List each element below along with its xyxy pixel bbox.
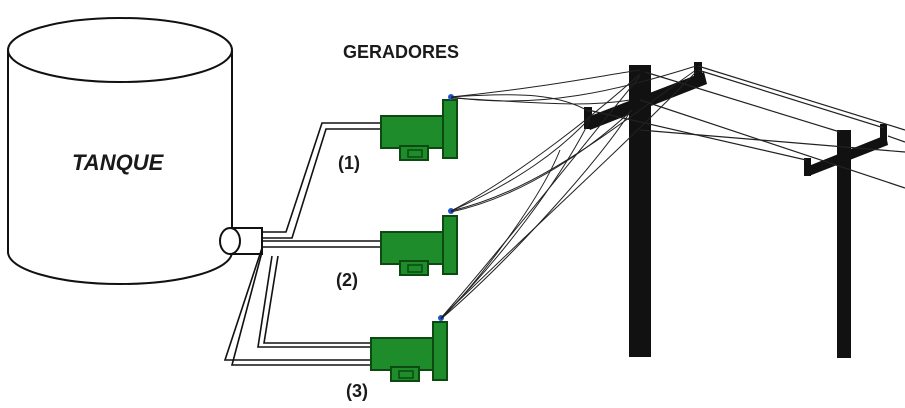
tank-label: TANQUE — [72, 150, 164, 175]
generator-cables — [440, 65, 697, 320]
generator-2-label: (2) — [336, 270, 358, 290]
overhead-wires — [587, 65, 905, 189]
utility-pole-right — [804, 124, 888, 358]
generator-3-label: (3) — [346, 381, 368, 401]
tank — [7, 17, 233, 285]
generators-title: GERADORES — [343, 42, 460, 62]
generator-1-label: (1) — [338, 153, 360, 173]
fuel-lines — [223, 122, 380, 366]
generator-3 — [370, 315, 448, 382]
generator-2 — [380, 208, 458, 276]
tank-outlet-pipe — [219, 227, 263, 255]
generator-1 — [380, 94, 458, 161]
